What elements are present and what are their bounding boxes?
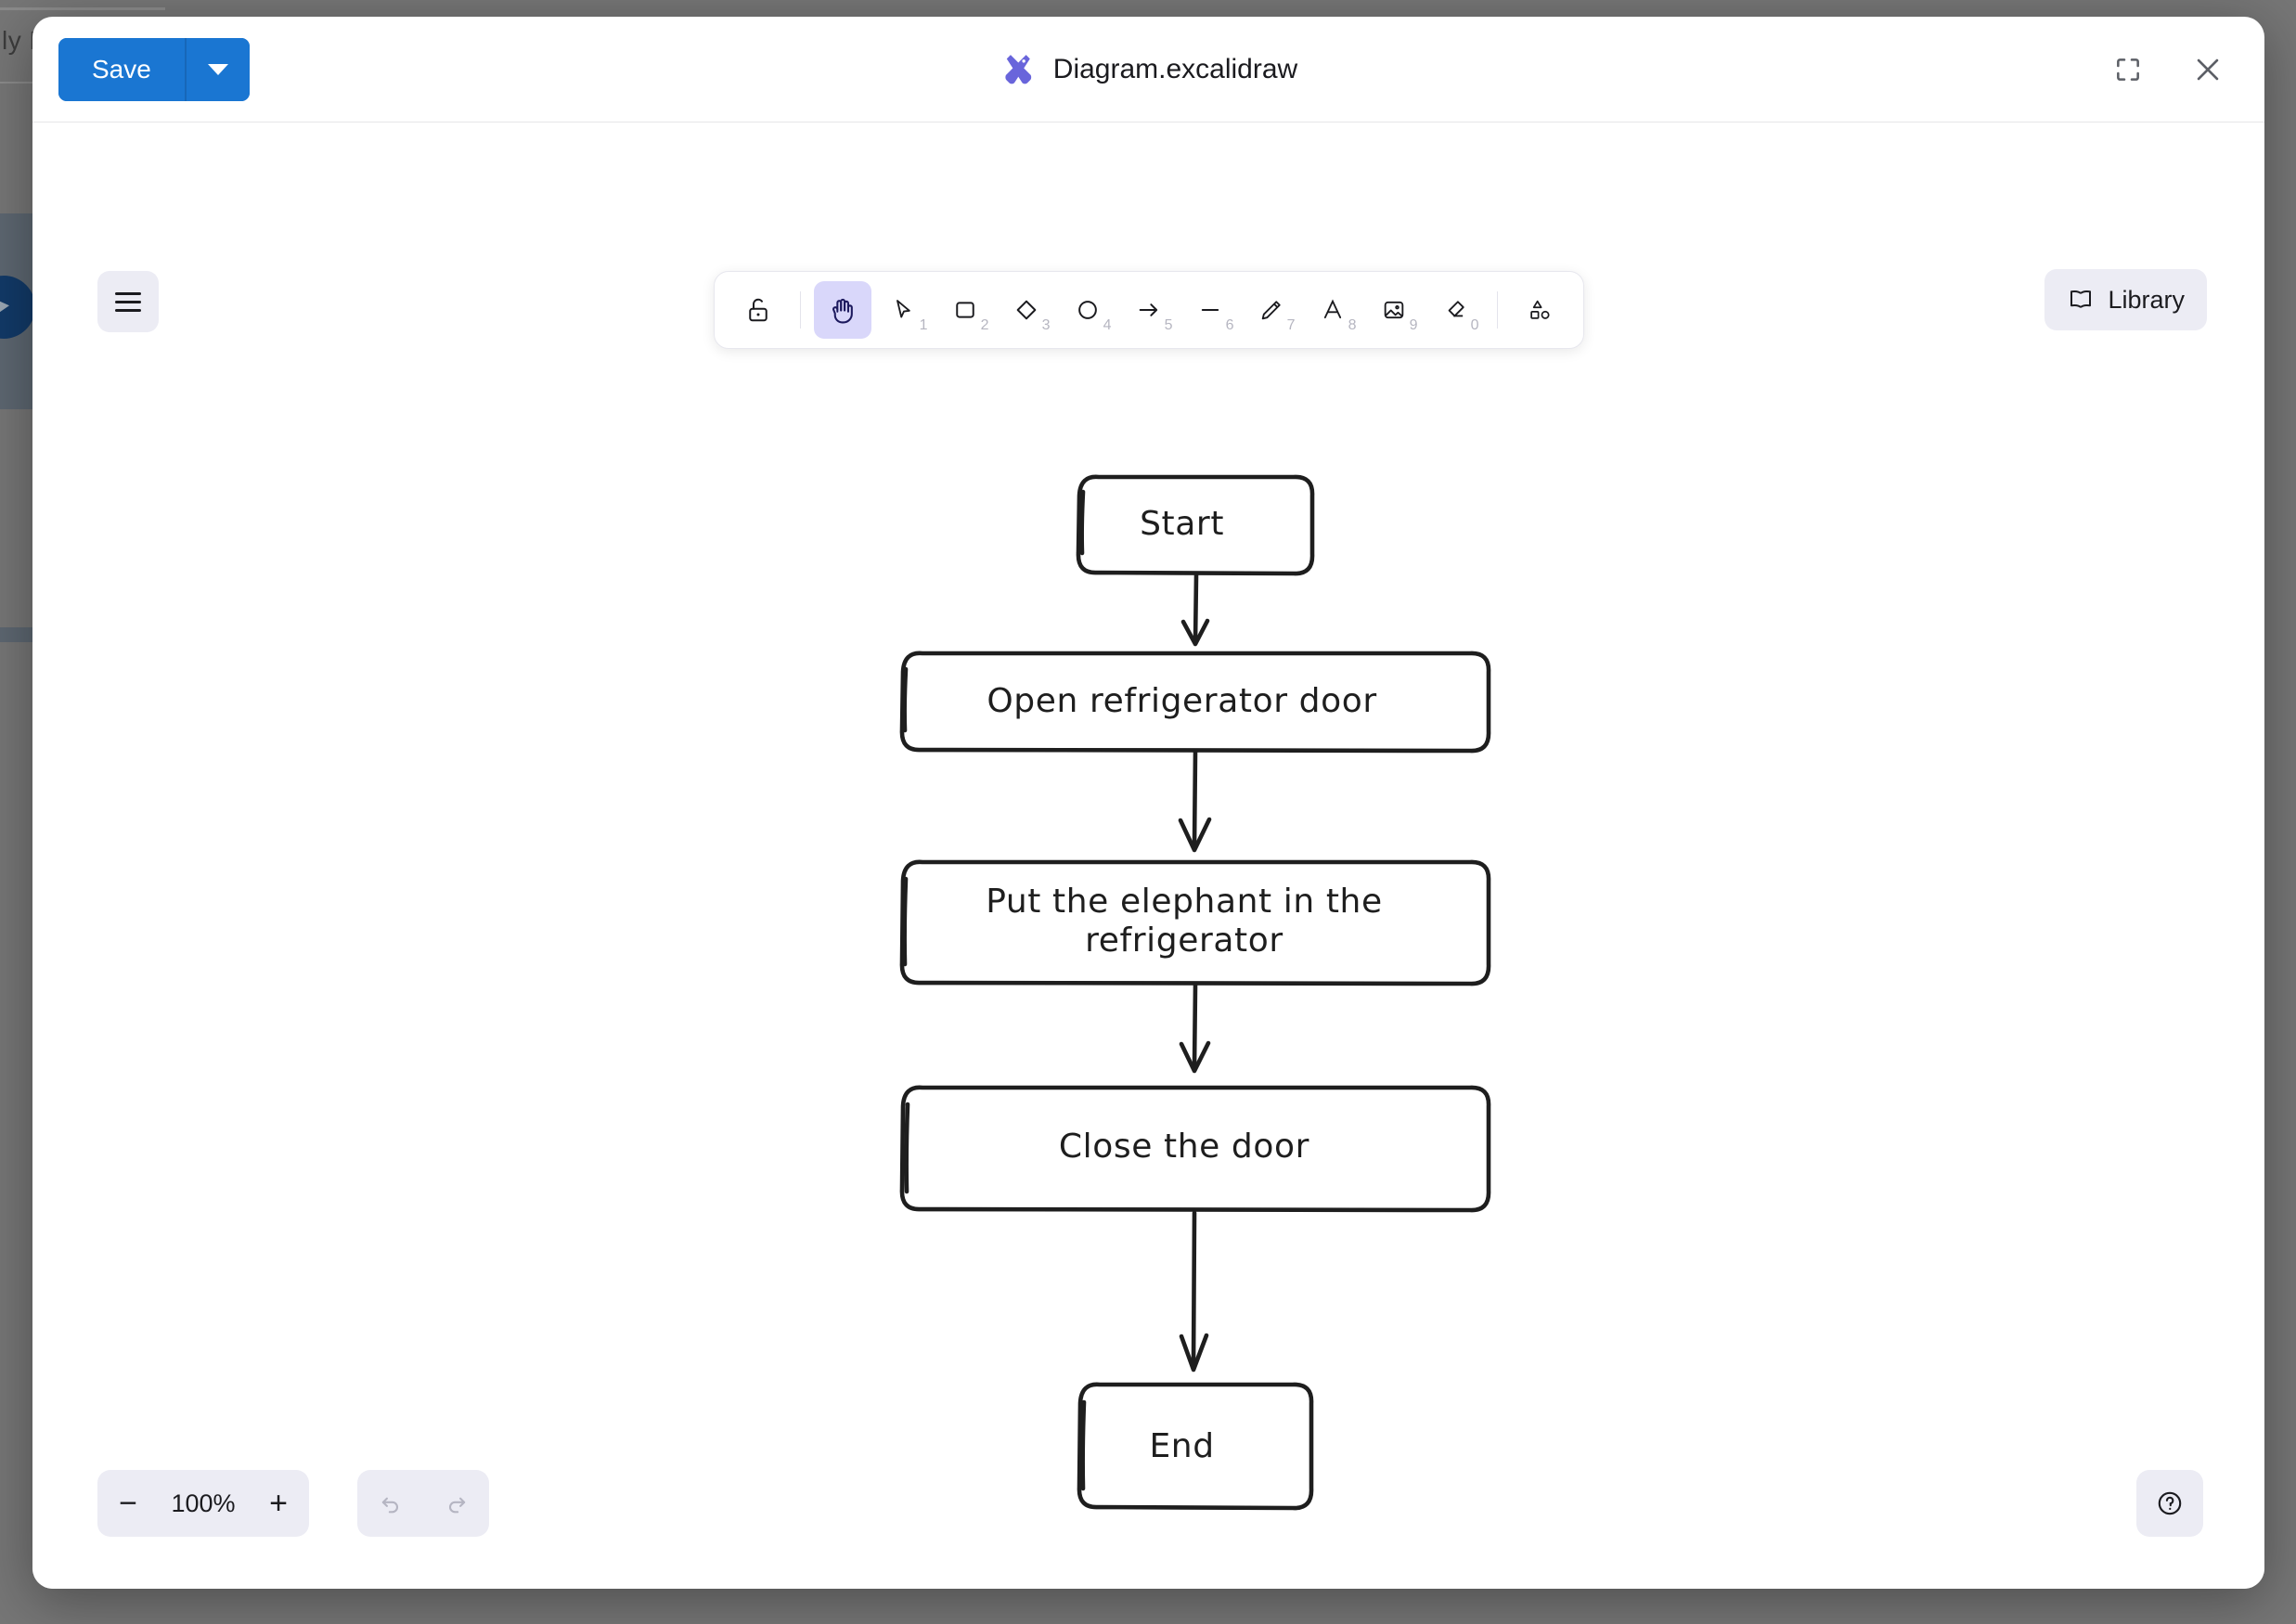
book-icon	[2070, 290, 2092, 308]
rectangle-icon[interactable]: 2	[936, 281, 994, 339]
draw-icon[interactable]: 7	[1243, 281, 1300, 339]
tool-shortcut: 5	[1164, 317, 1173, 333]
tool-shortcut: 4	[1103, 317, 1112, 333]
toolbar-divider-left	[799, 291, 801, 329]
shapes-icon[interactable]	[1511, 281, 1568, 339]
arrow-icon[interactable]: 5	[1120, 281, 1178, 339]
tool-shortcut: 0	[1470, 317, 1479, 333]
tool-island: 1 2 3 4	[713, 271, 1584, 349]
selection-icon[interactable]: 1	[875, 281, 933, 339]
flow-node-label: Close the door	[1058, 1128, 1310, 1166]
background-divider-top	[0, 7, 165, 10]
eraser-icon[interactable]: 0	[1426, 281, 1484, 339]
image-icon[interactable]: 9	[1365, 281, 1423, 339]
tool-shortcut: 6	[1225, 317, 1234, 333]
tool-shortcut: 3	[1041, 317, 1051, 333]
close-icon[interactable]	[2183, 45, 2233, 95]
toolbar-divider-right	[1496, 291, 1498, 329]
zoom-level-value[interactable]: 100%	[171, 1489, 236, 1517]
drawing-canvas[interactable]: 1 2 3 4	[32, 122, 2264, 1589]
lock-icon[interactable]	[729, 281, 787, 339]
flow-node-label: Start	[1140, 504, 1225, 543]
flow-edge-4	[1179, 1210, 1209, 1373]
redo-icon[interactable]	[428, 1470, 485, 1537]
flow-edge-3	[1179, 983, 1211, 1074]
tool-shortcut: 9	[1409, 317, 1418, 333]
flow-edge-2	[1178, 749, 1212, 853]
excalidraw-window: Save Diagram.excalidraw	[32, 17, 2264, 1589]
hand-icon[interactable]	[813, 281, 871, 339]
flow-node-label: End	[1149, 1426, 1215, 1465]
text-icon[interactable]: 8	[1304, 281, 1361, 339]
hamburger-menu-icon[interactable]	[97, 271, 159, 332]
zoom-controls: − 100% +	[97, 1470, 309, 1537]
window-controls	[2103, 45, 2233, 95]
save-button[interactable]: Save	[58, 37, 185, 101]
page-title: Diagram.excalidraw	[1052, 53, 1298, 84]
fullscreen-icon[interactable]	[2103, 45, 2153, 95]
chevron-down-icon[interactable]	[186, 37, 250, 101]
save-split-button[interactable]: Save	[58, 37, 250, 101]
tool-shortcut: 8	[1348, 317, 1357, 333]
save-divider	[184, 37, 187, 101]
zoom-out-button[interactable]: −	[97, 1470, 159, 1537]
tool-shortcut: 2	[980, 317, 989, 333]
document-title-group: Diagram.excalidraw	[1000, 51, 1297, 88]
zoom-in-button[interactable]: +	[248, 1470, 309, 1537]
library-label: Library	[2108, 285, 2185, 314]
line-icon[interactable]: 6	[1181, 281, 1239, 339]
library-button[interactable]: Library	[2044, 269, 2207, 330]
flow-node-label: Put the elephant in the refrigerator	[986, 882, 1383, 960]
flow-node-label: Open refrigerator door	[987, 682, 1377, 721]
tool-shortcut: 7	[1286, 317, 1296, 333]
excalidraw-logo-icon	[1004, 54, 1031, 84]
undo-icon[interactable]	[362, 1470, 419, 1537]
tool-shortcut: 1	[919, 317, 928, 333]
ellipse-icon[interactable]: 4	[1059, 281, 1116, 339]
flow-edge-1	[1180, 573, 1210, 647]
diamond-icon[interactable]: 3	[998, 281, 1055, 339]
help-circle-icon[interactable]	[2136, 1470, 2203, 1537]
history-controls	[357, 1470, 489, 1537]
window-titlebar: Save Diagram.excalidraw	[32, 17, 2264, 122]
